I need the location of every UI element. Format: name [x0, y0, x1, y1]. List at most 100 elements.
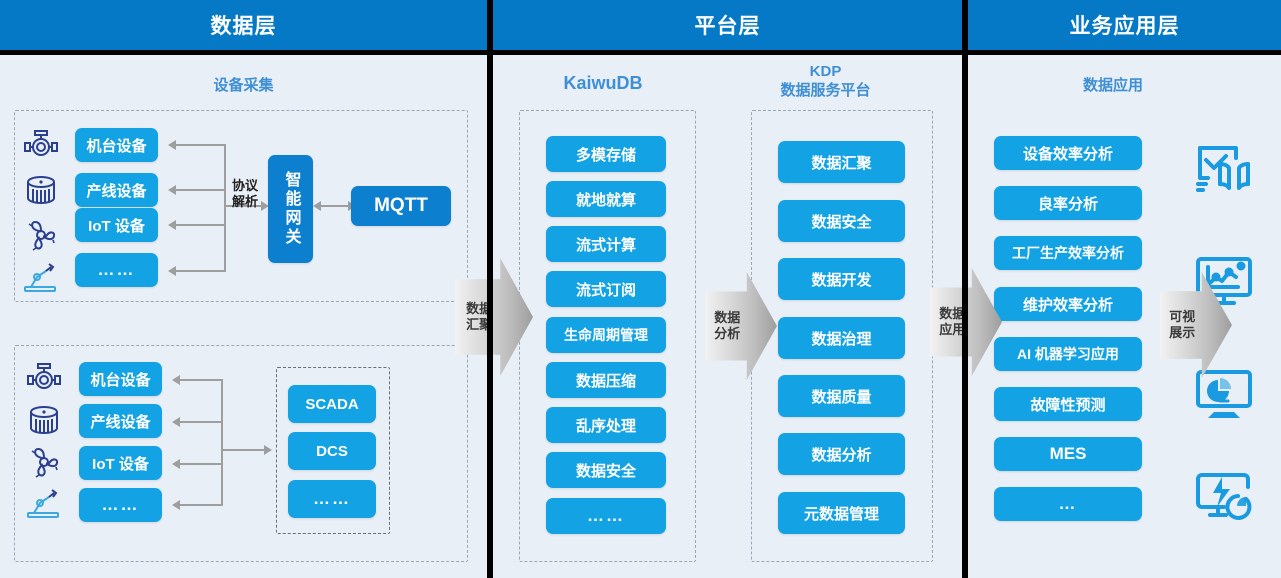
device-chip-label: …… — [101, 495, 140, 514]
kdp-feature-chip[interactable]: 数据安全 — [778, 200, 905, 242]
connector-arrow — [264, 445, 272, 455]
device-chip[interactable]: 机台设备 — [79, 362, 162, 396]
kdp-feature-chip[interactable]: 数据开发 — [778, 258, 905, 300]
kaiwudb-feature-label: …… — [587, 506, 625, 525]
flow-arrow-data-analysis: 数据 分析 — [705, 272, 777, 380]
application-label: 工厂生产效率分析 — [1012, 245, 1124, 261]
connector-arrow — [172, 500, 180, 510]
application-chip[interactable]: 维护效率分析 — [994, 287, 1142, 321]
panel-business-layer: 业务应用层 数据应用 设备效率分析 良率分析 工厂生产效率分析 维护效率分析 A… — [968, 0, 1281, 578]
kdp-feature-chip[interactable]: 数据质量 — [778, 375, 905, 417]
device-group-upper — [14, 110, 468, 302]
smart-gateway-box[interactable]: 智能网关 — [268, 155, 313, 263]
system-chip-dcs[interactable]: DCS — [288, 432, 376, 470]
flow-arrow-label: 可视 展示 — [1169, 309, 1196, 340]
panel-data-layer: 数据层 设备采集 — [0, 0, 487, 578]
connector-arrow — [261, 201, 269, 211]
kdp-feature-chip[interactable]: 数据治理 — [778, 317, 905, 359]
kaiwudb-feature-chip[interactable]: 乱序处理 — [546, 407, 666, 443]
device-chip-label: IoT 设备 — [88, 217, 145, 235]
kaiwudb-feature-chip[interactable]: 就地就算 — [546, 181, 666, 217]
connector-arrow — [168, 220, 176, 230]
kaiwudb-feature-label: 数据压缩 — [575, 372, 636, 390]
connector-line — [176, 144, 226, 146]
connector-arrow — [172, 375, 180, 385]
flow-arrow-label: 数据 汇聚 — [466, 301, 493, 332]
system-chip-scada[interactable]: SCADA — [288, 385, 376, 423]
connector-arrow — [168, 140, 176, 150]
mqtt-box[interactable]: MQTT — [351, 186, 451, 226]
panel-header-platform-layer: 平台层 — [493, 0, 962, 55]
kaiwudb-feature-label: 流式计算 — [575, 236, 636, 254]
connector-line — [176, 224, 226, 226]
system-chip-more[interactable]: …… — [288, 480, 376, 518]
connector-line-to-gateway — [224, 205, 262, 207]
connector-line — [176, 270, 226, 272]
kdp-feature-label: 数据治理 — [811, 330, 872, 348]
application-chip[interactable]: 故障性预测 — [994, 387, 1142, 421]
kaiwudb-feature-chip[interactable]: 流式订阅 — [546, 271, 666, 307]
robot-arm-icon — [21, 256, 61, 296]
robot-arm-icon — [24, 482, 64, 522]
connector-line — [176, 189, 226, 191]
panel-divider-left — [487, 0, 493, 578]
device-chip[interactable]: …… — [75, 253, 158, 287]
panel-header-business-layer: 业务应用层 — [968, 0, 1281, 55]
kdp-feature-label: 数据开发 — [811, 271, 872, 289]
kdp-feature-chip[interactable]: 元数据管理 — [778, 492, 905, 534]
connector-line — [180, 379, 223, 381]
application-chip[interactable]: MES — [994, 437, 1142, 471]
device-chip[interactable]: IoT 设备 — [75, 208, 158, 242]
application-chip[interactable]: 工厂生产效率分析 — [994, 236, 1142, 270]
kaiwudb-feature-label: 多模存储 — [575, 146, 636, 164]
application-label: 设备效率分析 — [1022, 145, 1113, 163]
application-label: AI 机器学习应用 — [1017, 346, 1119, 362]
device-chip-label: 机台设备 — [86, 137, 147, 155]
protocol-parse-label: 协议 解析 — [231, 178, 258, 209]
system-chip-label: SCADA — [305, 395, 359, 413]
device-chip[interactable]: 产线设备 — [75, 173, 158, 207]
device-chip[interactable]: 产线设备 — [79, 404, 162, 438]
kaiwudb-feature-chip[interactable]: 数据安全 — [546, 452, 666, 488]
connector-line-gateway-mqtt — [321, 205, 349, 207]
panel-title-business-layer: 业务应用层 — [1069, 15, 1180, 38]
application-chip[interactable]: … — [994, 487, 1142, 521]
dashboard-book-icon — [1192, 140, 1256, 198]
connector-line — [180, 463, 223, 465]
kaiwudb-feature-chip[interactable]: 流式计算 — [546, 226, 666, 262]
fan-icon — [21, 215, 61, 255]
connector-arrow — [168, 266, 176, 276]
kaiwudb-feature-chip[interactable]: 多模存储 — [546, 136, 666, 172]
valve-icon — [24, 358, 64, 398]
device-chip-label: 产线设备 — [86, 182, 147, 200]
application-chip[interactable]: AI 机器学习应用 — [994, 337, 1142, 371]
section-title-data-application: 数据应用 — [1082, 77, 1143, 94]
application-chip[interactable]: 设备效率分析 — [994, 136, 1142, 170]
panel-title-data-layer: 数据层 — [210, 15, 277, 38]
kaiwudb-feature-label: 乱序处理 — [575, 417, 636, 435]
device-chip[interactable]: 机台设备 — [75, 128, 158, 162]
kdp-feature-chip[interactable]: 数据汇聚 — [778, 141, 905, 183]
application-label: … — [1058, 494, 1078, 513]
flow-arrow-visualization: 可视 展示 — [1160, 272, 1232, 378]
drum-motor-icon — [21, 170, 61, 210]
panel-platform-layer: 平台层 KaiwuDB KDP 数据服务平台 多模存储 就地就算 流式计算 流式… — [493, 0, 962, 578]
connector-line — [180, 421, 223, 423]
application-chip[interactable]: 良率分析 — [994, 186, 1142, 220]
kaiwudb-feature-label: 就地就算 — [575, 191, 636, 209]
device-chip[interactable]: …… — [79, 488, 162, 522]
kdp-feature-chip[interactable]: 数据分析 — [778, 433, 905, 475]
application-label: 良率分析 — [1037, 195, 1098, 213]
kaiwudb-feature-chip[interactable]: 生命周期管理 — [546, 317, 666, 353]
kdp-feature-label: 数据质量 — [811, 388, 872, 406]
connector-line-to-systems — [221, 449, 265, 451]
connector-bus-upper — [224, 144, 226, 272]
device-chip[interactable]: IoT 设备 — [79, 446, 162, 480]
flow-arrow-label: 数据 分析 — [714, 310, 741, 341]
connector-arrow — [168, 185, 176, 195]
kaiwudb-feature-chip[interactable]: 数据压缩 — [546, 362, 666, 398]
kaiwudb-feature-chip[interactable]: …… — [546, 498, 666, 534]
mqtt-label: MQTT — [374, 195, 428, 216]
smart-gateway-label: 智能网关 — [282, 171, 300, 247]
